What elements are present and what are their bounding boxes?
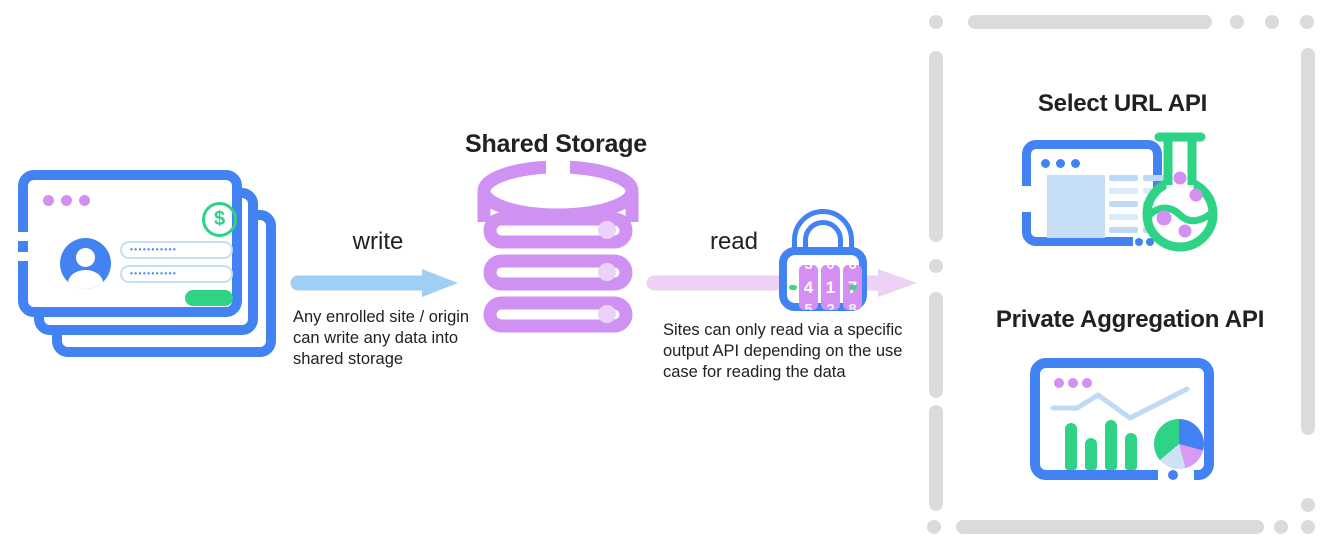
database-icon	[477, 159, 639, 333]
line-chart-icon	[1050, 386, 1190, 421]
dial-digit-partial: 5	[804, 301, 813, 310]
border-dot	[1146, 238, 1154, 246]
masked-value: •••••••••••	[130, 245, 178, 254]
dial-digit-partial: 2	[826, 301, 835, 310]
border-dot	[1168, 470, 1178, 480]
pie-chart-icon	[1154, 419, 1204, 469]
window-dot-icon	[1071, 159, 1080, 168]
window-dot-icon	[1056, 159, 1065, 168]
window-control-dots	[1041, 159, 1080, 168]
bar-chart-bar	[1125, 433, 1137, 470]
write-arrow-icon	[290, 269, 458, 297]
credential-field-1: •••••••••••	[120, 241, 233, 259]
dial-wheel: 3 4 5	[799, 265, 818, 310]
dial-digit-partial: 8	[848, 301, 857, 310]
dial-marker-icon	[849, 285, 857, 290]
bar-chart-bar	[1065, 423, 1077, 470]
masked-value: •••••••••••	[130, 269, 178, 278]
write-caption: Any enrolled site / origin can write any…	[293, 308, 470, 368]
lock-body-icon: 3 4 5 0 1 2 6 7 8	[779, 247, 867, 311]
window-dot-icon	[1068, 378, 1078, 388]
border-gap	[17, 252, 29, 261]
read-caption: Sites can only read via a specific outpu…	[663, 321, 903, 381]
aggregation-dashboard-icon	[1030, 358, 1214, 480]
dial-digit-partial: 0	[821, 265, 840, 273]
credential-field-2: •••••••••••	[120, 265, 233, 283]
window-control-dots	[43, 195, 90, 206]
dial-wheel: 0 1 2	[821, 265, 840, 310]
window-dot-icon	[1082, 378, 1092, 388]
shared-storage-title: Shared Storage	[465, 130, 647, 158]
bar-chart-bar	[1085, 438, 1097, 470]
border-dot	[18, 241, 28, 251]
border-gap	[1133, 236, 1157, 247]
select-url-api-title: Select URL API	[1037, 90, 1208, 117]
read-label: read	[709, 228, 759, 255]
window-dot-icon	[79, 195, 90, 206]
select-url-window-icon	[1021, 140, 1172, 247]
dollar-icon: $	[202, 202, 237, 237]
image-placeholder	[1047, 175, 1105, 238]
window-dot-icon	[61, 195, 72, 206]
window-dot-icon	[43, 195, 54, 206]
write-label: write	[352, 228, 404, 255]
dial-digit: 1	[825, 278, 836, 297]
dial-digit-partial: 6	[843, 265, 862, 273]
dial-digit-partial: 3	[799, 265, 818, 273]
dollar-symbol: $	[213, 208, 226, 230]
private-aggregation-api-title: Private Aggregation API	[995, 306, 1265, 333]
dial-marker-icon	[789, 285, 797, 290]
combination-dial: 3 4 5 0 1 2 6 7 8	[799, 265, 862, 310]
window-dot-icon	[1041, 159, 1050, 168]
lock-shackle-icon	[792, 209, 854, 250]
flask-icon	[1142, 132, 1218, 252]
window-dot-icon	[1054, 378, 1064, 388]
border-gap	[1021, 186, 1032, 212]
dial-digit: 4	[803, 278, 814, 297]
window-control-dots	[1054, 378, 1092, 388]
submit-button-shape	[185, 290, 233, 306]
border-gap	[17, 232, 29, 241]
user-avatar-icon	[60, 238, 111, 289]
border-dot	[1135, 238, 1143, 246]
bar-chart-bar	[1105, 420, 1117, 470]
site-window-front: $ ••••••••••• •••••••••••	[17, 170, 242, 317]
